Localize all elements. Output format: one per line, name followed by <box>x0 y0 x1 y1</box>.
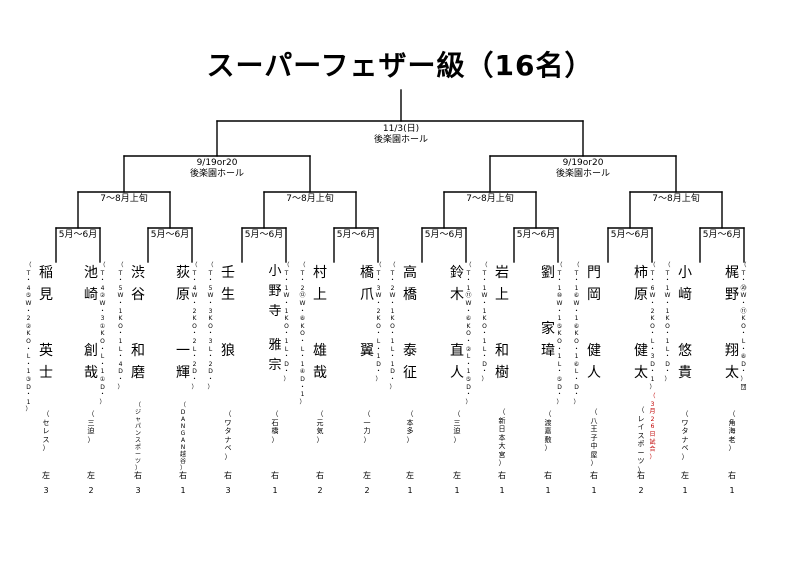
boxer-gym: （ジャパンスポーツ） <box>134 402 141 472</box>
boxer-name: 梶野翔太 <box>725 265 739 381</box>
final-venue: 後楽園ホール <box>373 135 428 145</box>
boxer-gym: （元気） <box>316 410 324 444</box>
boxer-gym: （レイスポーツ） <box>637 406 645 474</box>
semi-1-date: 9/19or20 <box>196 158 238 168</box>
boxer-name: 柿原健太 <box>634 265 648 381</box>
boxer-name: 橋爪翼 <box>360 265 374 359</box>
boxer-name: 荻原一輝 <box>176 265 190 381</box>
page-title: スーパーフェザー級（16名） <box>206 49 594 82</box>
boxer-name: 劉家瑋 <box>541 265 555 359</box>
boxer-name: 池崎創哉 <box>84 265 98 381</box>
boxer-name: 岩上和樹 <box>495 265 509 381</box>
quarter-1-date: 7～8月上旬 <box>100 194 148 204</box>
quarter-3-date: 7～8月上旬 <box>466 194 514 204</box>
boxer-name: 小野寺雅宗 <box>268 264 282 373</box>
first-6-date: 5月～6月 <box>516 230 556 240</box>
quarter-2-date: 7～8月上旬 <box>286 194 334 204</box>
boxer-gym: （ワタナベ） <box>224 410 232 461</box>
boxer-gym: （新日本大宮） <box>498 408 506 467</box>
boxer-name: 高橋泰征 <box>403 265 417 381</box>
first-4-date: 5月～6月 <box>336 230 376 240</box>
boxer-name: 壬生狼 <box>221 265 235 359</box>
semi-2-date: 9/19or20 <box>562 158 604 168</box>
first-1-date: 5月～6月 <box>58 230 98 240</box>
boxer-gym: （三迫） <box>87 410 95 444</box>
boxer-gym: （三迫） <box>453 410 461 444</box>
first-3-date: 5月～6月 <box>244 230 284 240</box>
first-5-date: 5月～6月 <box>424 230 464 240</box>
boxer-gym: （セレス） <box>42 410 50 452</box>
boxer-gym: （八王子中屋） <box>590 408 598 467</box>
boxer-gym: （本多） <box>406 410 414 444</box>
first-8-date: 5月～6月 <box>702 230 742 240</box>
boxer-name: 鈴木直人 <box>450 265 464 381</box>
boxer-gym: （石橋） <box>271 410 279 444</box>
semi-2-venue: 後楽園ホール <box>555 169 610 179</box>
boxer-gym: （渡嘉敷） <box>544 410 552 452</box>
boxer-gym: （一力） <box>363 410 371 444</box>
boxer-gym: （角海老） <box>728 410 736 452</box>
boxer-name: 稲見英士 <box>39 265 53 381</box>
boxer-name: 門岡健人 <box>587 265 601 381</box>
first-7-date: 5月～6月 <box>610 230 650 240</box>
quarter-4-date: 7～8月上旬 <box>652 194 700 204</box>
final-date: 11/3(日) <box>382 124 420 134</box>
boxer-name: 村上雄哉 <box>313 265 327 381</box>
first-2-date: 5月～6月 <box>150 230 190 240</box>
semi-1-venue: 後楽園ホール <box>189 169 244 179</box>
boxer-gym: （ワタナベ） <box>681 410 689 461</box>
boxer-name: 渋谷和磨 <box>131 265 145 381</box>
